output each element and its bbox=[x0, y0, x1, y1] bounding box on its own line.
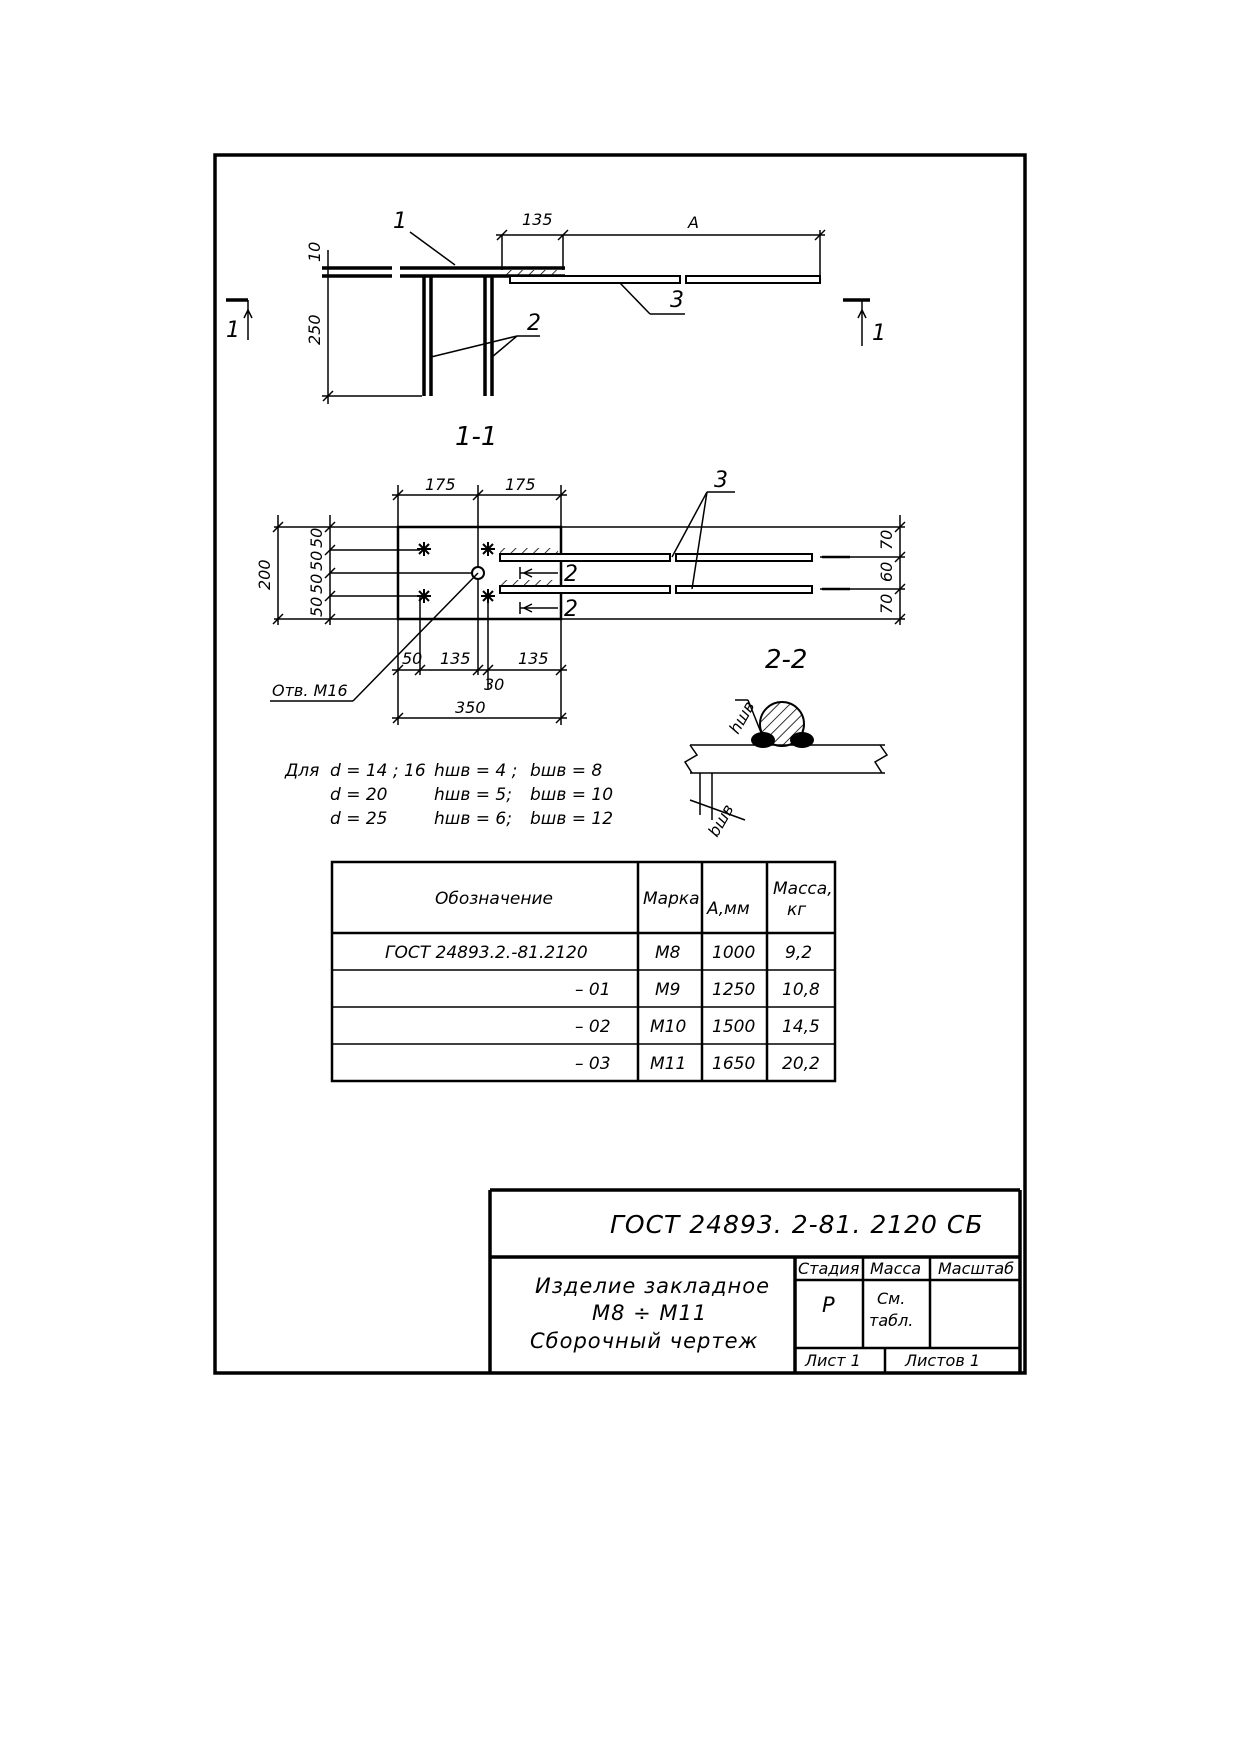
th-designation: Обозначение bbox=[435, 889, 553, 909]
section-1-1-title: 1-1 bbox=[455, 422, 497, 452]
dim-135-b: 135 bbox=[518, 649, 549, 668]
dim-10: 10 bbox=[305, 242, 324, 262]
sheet-number: Лист 1 bbox=[804, 1351, 861, 1370]
note-row1-d: d = 14 ; 16 bbox=[330, 761, 426, 781]
sheet-count: Листов 1 bbox=[904, 1351, 980, 1370]
mass-value-2: табл. bbox=[869, 1311, 913, 1330]
stud-top-right bbox=[481, 542, 495, 556]
view-2-label-a: 2 bbox=[564, 562, 578, 587]
product-name-line3: Сборочный чертеж bbox=[530, 1329, 758, 1353]
row4-mark: М11 bbox=[650, 1054, 686, 1074]
dim-50-2: 50 bbox=[307, 551, 326, 571]
dim-135-top: 135 bbox=[522, 210, 553, 229]
product-name-line2: М8 ÷ М11 bbox=[592, 1301, 707, 1325]
dim-70-bottom: 70 bbox=[877, 594, 896, 614]
note-row2-b: bшв = 10 bbox=[530, 785, 613, 805]
weld-notes: Для d = 14 ; 16 hшв = 4 ; bшв = 8 d = 20… bbox=[284, 761, 613, 829]
view-2-label-b: 2 bbox=[564, 597, 578, 622]
hdr-scale: Масштаб bbox=[938, 1259, 1014, 1278]
dim-350: 350 bbox=[455, 698, 486, 717]
notes-prefix: Для bbox=[284, 761, 319, 781]
dim-60: 60 bbox=[877, 562, 896, 582]
top-view: 135 A 10 250 1 2 3 1 1 bbox=[226, 209, 886, 404]
dim-70-top: 70 bbox=[877, 530, 896, 550]
dim-200: 200 bbox=[255, 559, 274, 590]
pos-1-label: 1 bbox=[393, 209, 407, 234]
row1-designation: ГОСТ 24893.2.-81.2120 bbox=[385, 943, 588, 963]
row1-mark: М8 bbox=[655, 943, 681, 963]
dim-250: 250 bbox=[305, 314, 324, 345]
th-mass-2: кг bbox=[787, 900, 806, 920]
dim-A: A bbox=[687, 213, 699, 232]
pos-3-plan-label: 3 bbox=[714, 468, 728, 493]
bar-section bbox=[759, 701, 805, 747]
title-block: ГОСТ 24893. 2-81. 2120 СБ Изделие заклад… bbox=[488, 1188, 1022, 1373]
drawing-frame bbox=[213, 153, 1027, 1375]
stage-value: Р bbox=[822, 1293, 836, 1317]
row3-a: 1500 bbox=[712, 1017, 755, 1037]
note-row3-d: d = 25 bbox=[330, 809, 387, 829]
pos-2-label: 2 bbox=[527, 311, 541, 336]
row2-a: 1250 bbox=[712, 980, 755, 1000]
row2-mark: М9 bbox=[655, 980, 680, 1000]
note-row2-d: d = 20 bbox=[330, 785, 387, 805]
stud-top-left bbox=[417, 542, 431, 556]
row4-mass: 20,2 bbox=[782, 1054, 820, 1074]
note-row2-h: hшв = 5; bbox=[434, 785, 512, 805]
row2-mass: 10,8 bbox=[782, 980, 820, 1000]
hdr-mass: Масса bbox=[870, 1259, 921, 1278]
dim-50-3: 50 bbox=[307, 574, 326, 594]
row1-a: 1000 bbox=[712, 943, 755, 963]
note-row1-h: hшв = 4 ; bbox=[434, 761, 517, 781]
th-a: А,мм bbox=[706, 899, 750, 919]
dim-175-right: 175 bbox=[505, 475, 536, 494]
dim-135-a: 135 bbox=[440, 649, 471, 668]
section-2-2: 2-2 hшв bшв bbox=[683, 645, 889, 840]
th-mass-1: Масса, bbox=[773, 879, 833, 899]
product-name-line1: Изделие закладное bbox=[535, 1274, 770, 1298]
section-mark-right: 1 bbox=[872, 321, 886, 346]
doc-code: ГОСТ 24893. 2-81. 2120 СБ bbox=[610, 1210, 984, 1239]
note-row3-h: hшв = 6; bbox=[434, 809, 512, 829]
dim-50-4: 50 bbox=[307, 597, 326, 617]
plan-view: 1-1 175 175 200 50 50 50 50 bbox=[255, 422, 906, 725]
dim-50-1: 50 bbox=[307, 528, 326, 548]
th-mark: Марка bbox=[643, 889, 700, 909]
pos-3-label: 3 bbox=[670, 288, 684, 313]
row1-mass: 9,2 bbox=[785, 943, 812, 963]
dim-50-bottom: 50 bbox=[402, 649, 422, 668]
dim-30: 30 bbox=[484, 675, 504, 694]
row4-a: 1650 bbox=[712, 1054, 755, 1074]
stud-bottom-left bbox=[417, 589, 431, 603]
dim-175-left: 175 bbox=[425, 475, 456, 494]
hdr-stage: Стадия bbox=[798, 1259, 860, 1278]
spec-table: Обозначение Марка А,мм Масса, кг ГОСТ 24… bbox=[330, 860, 837, 1083]
note-row3-b: bшв = 12 bbox=[530, 809, 613, 829]
hole-label: Отв. М16 bbox=[272, 681, 348, 700]
section-mark-left: 1 bbox=[226, 318, 240, 343]
row2-designation: – 01 bbox=[575, 980, 611, 1000]
note-row1-b: bшв = 8 bbox=[530, 761, 602, 781]
section-2-2-title: 2-2 bbox=[765, 645, 807, 675]
mass-value-1: См. bbox=[877, 1289, 905, 1308]
row4-designation: – 03 bbox=[575, 1054, 611, 1074]
h-weld-label: hшв bbox=[725, 698, 759, 737]
row3-mass: 14,5 bbox=[782, 1017, 820, 1037]
row3-mark: М10 bbox=[650, 1017, 686, 1037]
row3-designation: – 02 bbox=[575, 1017, 611, 1037]
